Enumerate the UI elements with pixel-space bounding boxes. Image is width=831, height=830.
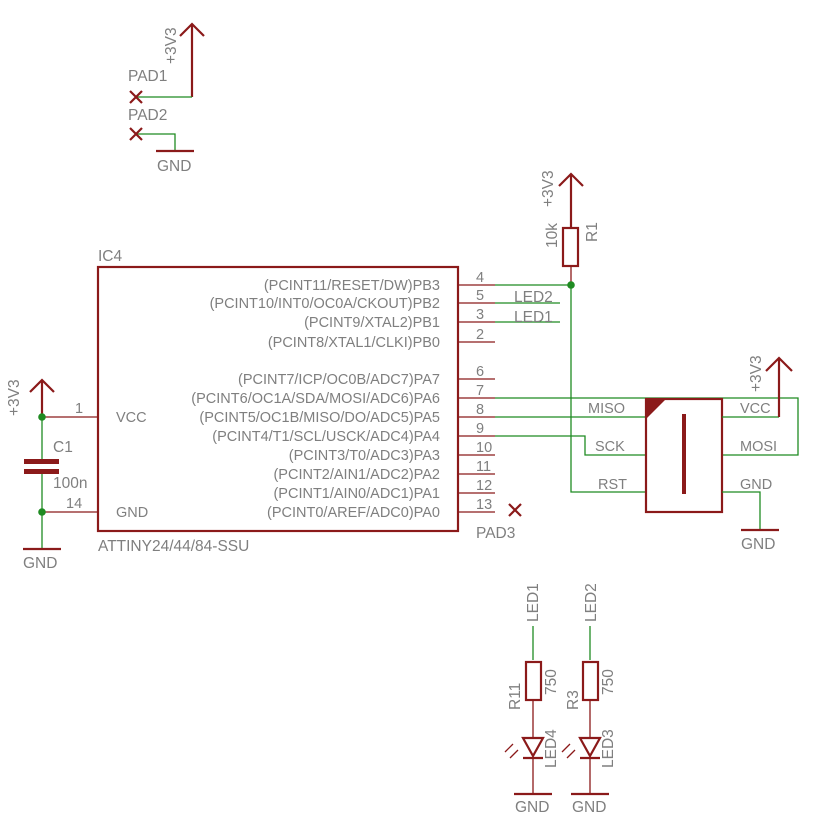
ic-pin-number: 5 <box>476 288 484 304</box>
led-emission-icon <box>504 743 519 759</box>
ground-label: GND <box>157 158 191 175</box>
led-diode-icon <box>578 736 602 760</box>
header-pin-mosi: MOSI <box>740 439 777 455</box>
ic-pin-name: (PCINT1/AIN0/ADC1)PA1 <box>273 486 440 502</box>
ic-pin-number: 3 <box>476 307 484 323</box>
ic-pin-name: (PCINT11/RESET/DW)PB3 <box>264 278 440 294</box>
ground-label: GND <box>515 799 549 816</box>
nets: LED2 LED1 PAD3 <box>476 281 799 542</box>
ic-pin-number: 1 <box>75 401 83 417</box>
supply-arrow-icon <box>765 356 793 417</box>
led-branch-led3: LED2 R3 750 LED3 GND <box>561 583 617 816</box>
isp-header: MISO SCK RST VCC MOSI GND +3V3 GND <box>588 355 793 553</box>
header-body <box>644 397 724 514</box>
net-label-led2: LED2 <box>514 289 553 306</box>
ic-pin-number: 13 <box>476 497 492 513</box>
led3-label: LED3 <box>600 729 617 768</box>
net-label-led2: LED2 <box>583 583 600 622</box>
ic-pin-number: 11 <box>476 459 491 475</box>
junction-dot <box>567 281 575 289</box>
ic-pin-name: (PCINT6/OC1A/SDA/MOSI/ADC6)PA6 <box>191 391 440 407</box>
capacitor-plate <box>24 469 59 474</box>
led-emission-icon <box>561 743 576 759</box>
ic-pin-number: 4 <box>476 270 484 286</box>
led4-label: LED4 <box>543 729 560 768</box>
pin1-marker <box>646 399 666 419</box>
ground-label: GND <box>23 555 57 572</box>
capacitor-plate <box>24 459 59 464</box>
header-pin-sck: SCK <box>595 439 625 455</box>
net-label-led1: LED1 <box>525 583 542 622</box>
c1-capacitor: +3V3 GND C1 100n <box>6 378 87 572</box>
ic-pin-number: 2 <box>476 327 484 343</box>
ic-pin-name: VCC <box>116 410 147 426</box>
ic-pin-number: 6 <box>476 364 484 380</box>
pad2-x-icon <box>129 127 143 141</box>
pad3-label: PAD3 <box>476 525 515 542</box>
ic-pin-name: (PCINT2/AIN1/ADC2)PA2 <box>273 467 440 483</box>
ic-name: IC4 <box>98 248 123 265</box>
ic-pin-number: 12 <box>476 478 492 494</box>
supply-arrow-icon <box>179 22 205 97</box>
ic-pin-name: (PCINT7/ICP/OC0B/ADC7)PA7 <box>238 372 440 388</box>
r11-value: 750 <box>543 669 560 695</box>
ic4-chip: IC4 ATTINY24/44/84-SSU 4 (PCINT11/RESET/D… <box>42 248 495 555</box>
led-diode-icon <box>521 736 545 760</box>
led-branch-led4: LED1 R11 750 LED4 GND <box>504 583 560 816</box>
resistor-body <box>581 660 600 702</box>
r3-label: R3 <box>565 690 582 710</box>
c1-value: 100n <box>53 475 87 492</box>
ic-pin-name: (PCINT5/OC1B/MISO/DO/ADC5)PA5 <box>199 410 440 426</box>
header-pin-vcc: VCC <box>740 401 771 417</box>
ground-label: GND <box>572 799 606 816</box>
ic-pin-name: (PCINT3/T0/ADC3)PA3 <box>289 448 440 464</box>
resistor-body <box>524 660 543 702</box>
c1-label: C1 <box>53 439 73 456</box>
ic-pin-name: (PCINT9/XTAL2)PB1 <box>304 315 440 331</box>
supply-arrow-icon <box>558 172 584 227</box>
ic-pin-number: 8 <box>476 402 484 418</box>
pad2-label: PAD2 <box>128 107 167 124</box>
header-pin-gnd: GND <box>740 477 772 493</box>
ic-body <box>96 265 460 533</box>
supply-label: +3V3 <box>748 355 765 392</box>
r11-label: R11 <box>507 683 524 710</box>
ic-pin-name: GND <box>116 505 148 521</box>
r1-resistor: +3V3 10k R1 <box>540 170 601 284</box>
ic-pin-name: (PCINT0/AREF/ADC0)PA0 <box>267 505 440 521</box>
header-slot <box>682 414 686 494</box>
pad1-x-icon <box>129 90 143 104</box>
supply-arrow-icon <box>29 378 55 417</box>
ground-label: GND <box>741 536 775 553</box>
r1-value: 10k <box>544 223 561 248</box>
pad-group: +3V3 PAD1 PAD2 GND <box>128 22 205 175</box>
junction-dot <box>38 508 46 516</box>
supply-label: +3V3 <box>540 170 557 207</box>
ic-pin-number: 7 <box>476 383 484 399</box>
junction-dot <box>38 413 46 421</box>
r3-value: 750 <box>600 669 617 695</box>
ic-pin-number: 9 <box>476 421 484 437</box>
ic-pin-name: (PCINT4/T1/SCL/USCK/ADC4)PA4 <box>212 429 440 445</box>
r1-label: R1 <box>584 222 601 242</box>
header-pin-miso: MISO <box>588 401 625 417</box>
ic-pin-name: (PCINT8/XTAL1/CLKI)PB0 <box>268 335 440 351</box>
supply-label: +3V3 <box>163 27 180 64</box>
ic-pin-name: (PCINT10/INT0/OC0A/CKOUT)PB2 <box>210 296 440 312</box>
ic-part: ATTINY24/44/84-SSU <box>98 538 249 555</box>
resistor-body <box>561 226 580 268</box>
pad1-label: PAD1 <box>128 68 167 85</box>
supply-label: +3V3 <box>6 379 23 416</box>
pad3-x-icon <box>508 503 522 517</box>
ic-pin-number: 14 <box>66 496 82 512</box>
header-pin-rst: RST <box>598 477 627 493</box>
ic-pin-number: 10 <box>476 440 492 456</box>
net-label-led1: LED1 <box>514 309 553 326</box>
